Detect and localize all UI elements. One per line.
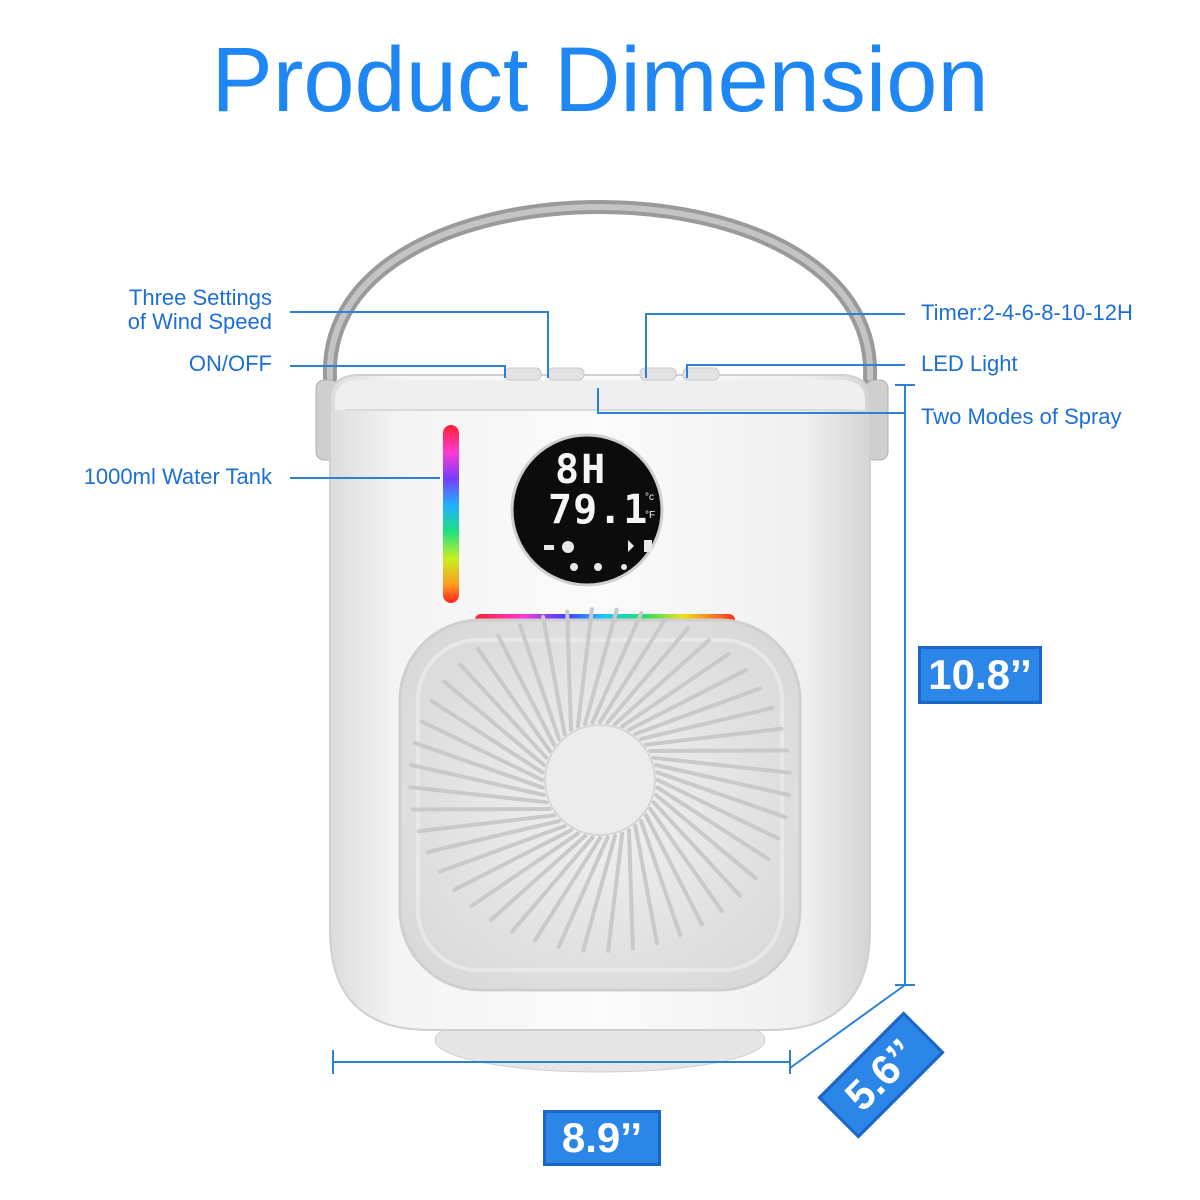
fan-blade xyxy=(408,785,549,805)
fan-blade xyxy=(496,633,556,747)
callout-timer: Timer:2-4-6-8-10-12H xyxy=(921,300,1133,325)
water-tank-rainbow-strip xyxy=(443,425,459,603)
fan-blade xyxy=(442,679,546,767)
callout-led-light: LED Light xyxy=(921,351,1018,376)
page-title: Product Dimension xyxy=(211,29,989,131)
handle xyxy=(322,200,878,385)
fan-blade xyxy=(651,800,742,898)
dimension-width-label: 8.9’’ xyxy=(543,1110,661,1166)
fan-blade xyxy=(581,834,618,953)
fan-blade xyxy=(565,609,573,732)
callout-wind-speed-line1: Three Settings xyxy=(128,285,272,310)
fan-blade xyxy=(476,646,552,753)
fan-blade xyxy=(469,831,580,908)
fan-blade xyxy=(639,819,683,938)
fan-blade xyxy=(654,793,758,881)
fan-blade xyxy=(416,813,556,834)
callout-water-tank: 1000ml Water Tank xyxy=(83,464,272,489)
fan-blade xyxy=(633,824,659,946)
fan-hub xyxy=(544,724,656,836)
fan-blade xyxy=(556,835,610,949)
fan-blade xyxy=(633,686,763,736)
fan-blade xyxy=(627,828,635,951)
callout-spray-modes: Two Modes of Spray xyxy=(921,404,1122,429)
fan-blade xyxy=(644,813,704,927)
timer-button xyxy=(639,367,677,381)
callout-wind-speed: Three Settings of Wind Speed xyxy=(60,286,272,334)
fan-blade xyxy=(627,668,748,732)
lcd-status-icons xyxy=(544,540,652,571)
dimension-height-label: 10.8’’ xyxy=(918,646,1042,704)
fan-blade xyxy=(541,614,567,736)
fan-blade xyxy=(598,617,668,724)
fan-blade xyxy=(429,698,545,775)
fan-blade xyxy=(648,748,790,753)
fan-blade xyxy=(655,770,788,820)
fan-blade xyxy=(651,755,792,775)
led-light-button xyxy=(682,367,720,381)
lcd-unit-f: °F xyxy=(645,510,656,521)
lcd-timer-readout: 8H xyxy=(555,447,608,493)
fan-blade xyxy=(437,824,567,874)
fan-blade xyxy=(452,828,573,892)
fan-blade xyxy=(408,762,546,798)
fan-blade xyxy=(590,611,644,725)
callout-wind-speed-line2: of Wind Speed xyxy=(127,309,272,334)
lcd-unit-c: °c xyxy=(645,492,654,503)
fan-blade xyxy=(656,778,781,841)
fan-blade xyxy=(425,819,561,855)
fan-blade xyxy=(648,807,724,914)
fan-blade xyxy=(419,719,544,782)
wind-speed-button xyxy=(547,367,585,381)
fan-blade xyxy=(606,831,625,953)
fan-blades xyxy=(408,607,792,953)
fan-blade xyxy=(532,836,602,943)
fan-blade xyxy=(605,626,690,725)
fan-blade xyxy=(655,785,771,862)
fan-blade xyxy=(613,638,712,726)
fan-blade xyxy=(488,834,587,922)
fan-blade xyxy=(620,652,731,729)
fan-blade xyxy=(575,607,594,729)
fan-blade xyxy=(582,607,619,726)
fan-blade xyxy=(517,622,561,741)
fan-blade xyxy=(644,726,784,747)
on-off-button xyxy=(504,367,542,381)
fan-blade xyxy=(458,662,549,760)
fan-blade xyxy=(639,705,775,741)
fan-blade xyxy=(510,835,595,934)
fan-blade xyxy=(654,762,792,798)
fan-blade xyxy=(410,807,552,812)
callout-lines xyxy=(290,311,905,479)
fan-blade xyxy=(412,740,545,790)
callout-on-off: ON/OFF xyxy=(188,351,272,376)
lcd-temperature-readout: 79.1 xyxy=(548,487,649,533)
dimension-lines xyxy=(332,384,915,1074)
